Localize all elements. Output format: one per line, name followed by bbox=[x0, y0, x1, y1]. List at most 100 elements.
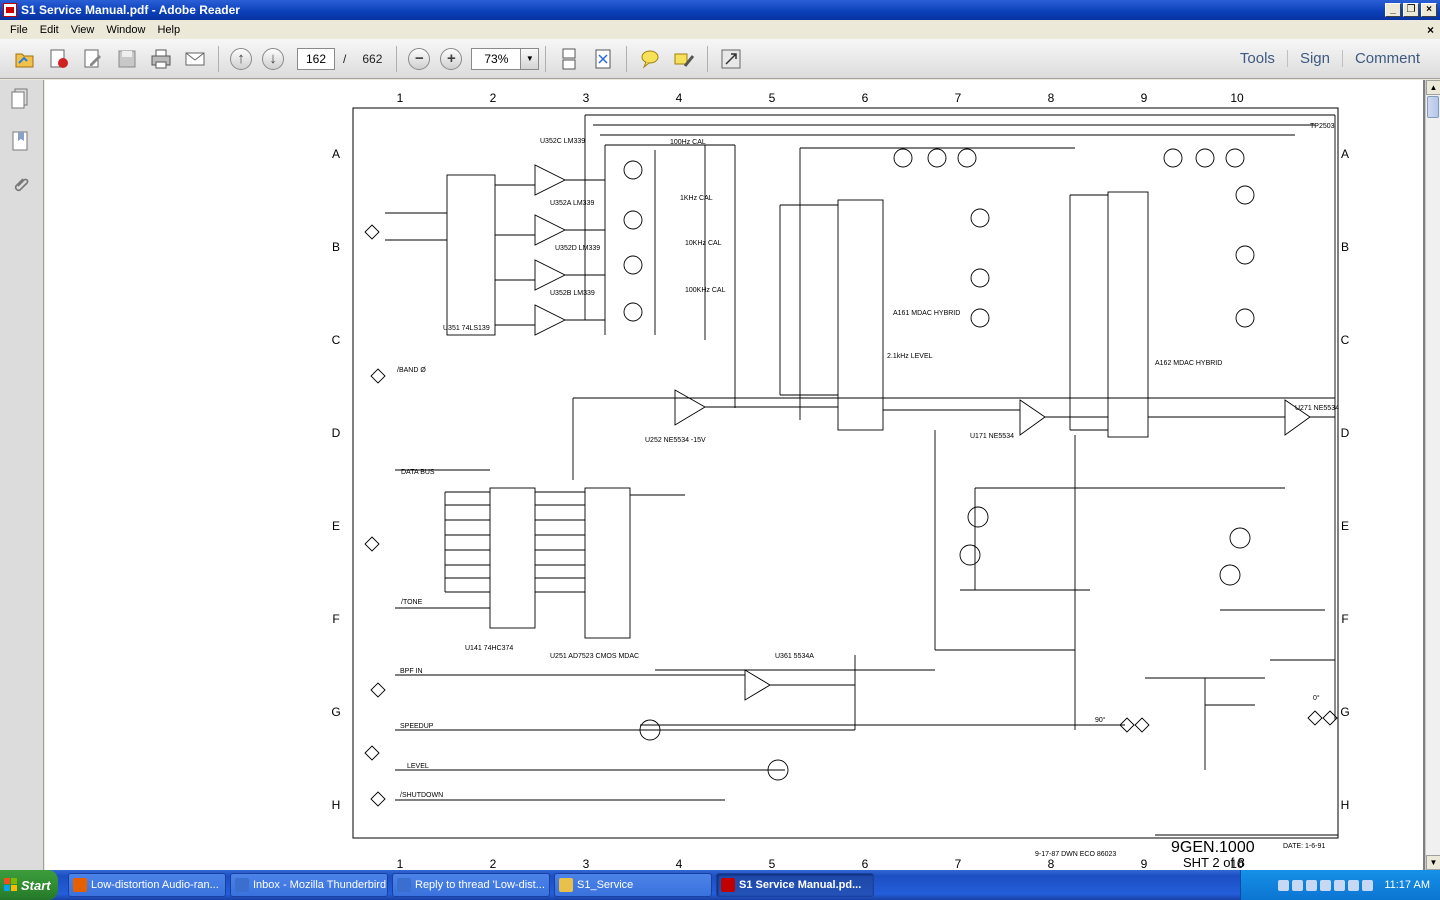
sign-link[interactable]: Sign bbox=[1286, 50, 1342, 67]
navigation-pane bbox=[0, 80, 44, 870]
taskbar-button[interactable]: S1 Service Manual.pd... bbox=[716, 873, 874, 897]
grid-column-label: 3 bbox=[583, 91, 590, 105]
bookmarks-icon[interactable] bbox=[9, 130, 31, 152]
vertical-scrollbar[interactable]: ▲ ▼ bbox=[1425, 80, 1440, 870]
next-page-button[interactable]: ↓ bbox=[262, 47, 284, 70]
page-thumbnails-icon[interactable] bbox=[9, 88, 31, 110]
grid-column-label: 3 bbox=[583, 857, 590, 870]
grid-row-label: G bbox=[331, 705, 340, 719]
grid-column-label: 5 bbox=[769, 91, 776, 105]
grid-column-label: 7 bbox=[955, 857, 962, 870]
minimize-button[interactable]: _ bbox=[1385, 3, 1401, 17]
taskbar-button[interactable]: S1_Service bbox=[554, 873, 712, 897]
u141-label: U141 74HC374 bbox=[465, 645, 513, 652]
tools-link[interactable]: Tools bbox=[1239, 50, 1275, 67]
grid-column-label: 2 bbox=[490, 91, 497, 105]
comment-link[interactable]: Comment bbox=[1341, 50, 1432, 67]
open-file-icon[interactable] bbox=[13, 47, 37, 71]
email-icon[interactable] bbox=[183, 47, 207, 71]
restore-button[interactable]: ❐ bbox=[1403, 3, 1419, 17]
menu-file[interactable]: File bbox=[10, 23, 28, 36]
zoom-out-button[interactable]: − bbox=[408, 47, 431, 70]
zoom-level-input[interactable]: 73% bbox=[471, 47, 522, 70]
level-label: LEVEL bbox=[407, 763, 429, 770]
total-pages: 662 bbox=[362, 51, 383, 66]
deg0-label: 0° bbox=[1313, 694, 1320, 702]
scroll-thumb[interactable] bbox=[1427, 96, 1439, 118]
taskbar-button[interactable]: Low-distortion Audio-ran... bbox=[68, 873, 226, 897]
system-tray: 11:17 AM bbox=[1240, 870, 1440, 900]
app-icon bbox=[73, 878, 87, 892]
taskbar-button[interactable]: Reply to thread 'Low-dist... bbox=[392, 873, 550, 897]
sticky-note-icon[interactable] bbox=[638, 47, 662, 71]
date-label: DATE: 1-6-91 bbox=[1283, 843, 1325, 850]
eco-label: 9-17-87 DWN ECO 86023 bbox=[1035, 851, 1116, 858]
app-icon bbox=[235, 878, 249, 892]
bpf-in-label: BPF IN bbox=[400, 668, 423, 675]
u271-label: U271 NE5534 bbox=[1295, 405, 1339, 412]
u252-label: U252 NE5534 -15V bbox=[645, 437, 706, 444]
khz100-cal-label: 100KHz CAL bbox=[685, 287, 726, 294]
menu-window[interactable]: Window bbox=[106, 23, 146, 36]
task-list: Low-distortion Audio-ran... Inbox - Mozil… bbox=[64, 873, 874, 897]
close-document-icon[interactable]: × bbox=[1426, 22, 1434, 37]
menu-view[interactable]: View bbox=[70, 23, 95, 36]
grid-column-label: 6 bbox=[862, 857, 869, 870]
page-separator: / bbox=[343, 51, 347, 66]
grid-row-label: A bbox=[1341, 147, 1349, 161]
app-icon bbox=[721, 878, 735, 892]
tray-icon[interactable] bbox=[1292, 879, 1304, 891]
previous-page-button[interactable]: ↑ bbox=[230, 47, 252, 70]
save-icon[interactable] bbox=[115, 47, 139, 71]
page-number-input[interactable]: 162 bbox=[297, 47, 335, 70]
close-button[interactable]: × bbox=[1421, 3, 1437, 17]
create-pdf-icon[interactable] bbox=[47, 47, 71, 71]
shutdown-label: /SHUTDOWN bbox=[400, 792, 443, 799]
attachments-icon[interactable] bbox=[9, 174, 31, 196]
scroll-up-icon[interactable]: ▲ bbox=[1426, 80, 1440, 95]
scroll-down-icon[interactable]: ▼ bbox=[1426, 855, 1440, 870]
start-button[interactable]: Start bbox=[0, 870, 58, 900]
grid-row-label: G bbox=[1340, 705, 1349, 719]
tray-icon[interactable] bbox=[1334, 879, 1346, 891]
menu-edit[interactable]: Edit bbox=[39, 23, 59, 36]
grid-column-label: 5 bbox=[769, 857, 776, 870]
highlight-text-icon[interactable] bbox=[672, 47, 696, 71]
menu-help[interactable]: Help bbox=[157, 23, 181, 36]
u361-label: U361 5534A bbox=[775, 653, 814, 660]
tray-icon[interactable] bbox=[1278, 879, 1290, 891]
grid-row-label: B bbox=[1341, 240, 1349, 254]
tone-label: /TONE bbox=[401, 599, 423, 606]
level-21khz-label: 2.1kHz LEVEL bbox=[887, 353, 933, 360]
taskbar-button-label: Low-distortion Audio-ran... bbox=[91, 879, 219, 891]
zoom-dropdown-arrow-icon[interactable]: ▼ bbox=[521, 47, 540, 70]
tray-icon[interactable] bbox=[1306, 879, 1318, 891]
u352d-label: U352D LM339 bbox=[555, 245, 600, 252]
edit-pdf-icon[interactable] bbox=[81, 47, 105, 71]
fit-page-icon[interactable] bbox=[591, 47, 615, 71]
u352a-label: U352A LM339 bbox=[550, 200, 594, 207]
app-icon bbox=[397, 878, 411, 892]
grid-row-label: D bbox=[332, 426, 341, 440]
tray-icon[interactable] bbox=[1348, 879, 1360, 891]
print-icon[interactable] bbox=[149, 47, 173, 71]
tray-icon[interactable] bbox=[1320, 879, 1332, 891]
sheet-number: SHT 2 of 8 bbox=[1183, 855, 1245, 870]
grid-row-label: C bbox=[1341, 333, 1350, 347]
menu-bar: File Edit View Window Help × bbox=[0, 20, 1440, 39]
grid-column-label: 6 bbox=[862, 91, 869, 105]
grid-column-label: 1 bbox=[397, 91, 404, 105]
taskbar-button-label: Inbox - Mozilla Thunderbird bbox=[253, 879, 387, 891]
grid-row-label: C bbox=[332, 333, 341, 347]
u352b-label: U352B LM339 bbox=[550, 290, 595, 297]
taskbar-button[interactable]: Inbox - Mozilla Thunderbird bbox=[230, 873, 388, 897]
scrolling-mode-icon[interactable] bbox=[557, 47, 581, 71]
full-screen-icon[interactable] bbox=[719, 47, 743, 71]
a161-label: A161 MDAC HYBRID bbox=[893, 310, 960, 317]
zoom-in-button[interactable]: + bbox=[440, 47, 463, 70]
tray-icon[interactable] bbox=[1362, 879, 1374, 891]
u171-label: U171 NE5534 bbox=[970, 433, 1014, 440]
clock[interactable]: 11:17 AM bbox=[1384, 879, 1430, 891]
